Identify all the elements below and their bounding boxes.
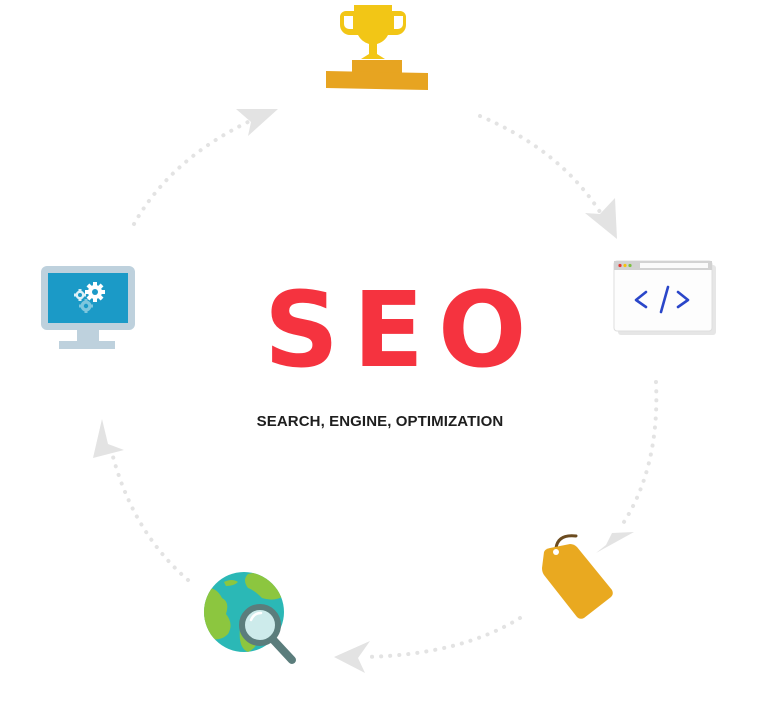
arrowhead-to-tag	[596, 532, 634, 553]
diagram-subtitle: SEARCH, ENGINE, OPTIMIZATION	[256, 413, 504, 430]
price-tag-icon	[542, 534, 613, 619]
gear-icon	[85, 282, 105, 302]
arrowhead-to-globe	[334, 641, 370, 673]
globe-search-icon	[204, 572, 296, 664]
diagram-title: SEO	[264, 269, 541, 391]
dotted-path-trophy-to-code	[478, 114, 602, 214]
arrowhead-to-code	[585, 198, 617, 239]
monitor-gears-icon	[41, 266, 135, 349]
dotted-path-code-to-tag	[618, 380, 659, 530]
code-window-icon	[613, 260, 716, 335]
dotted-path-monitor-to-trophy	[132, 120, 250, 226]
arrowhead-to-monitor	[93, 419, 124, 458]
arrowhead-to-trophy	[236, 109, 278, 136]
trophy-icon	[326, 5, 428, 90]
dotted-path-tag-to-globe	[363, 616, 522, 659]
dotted-path-globe-to-monitor	[108, 443, 190, 582]
